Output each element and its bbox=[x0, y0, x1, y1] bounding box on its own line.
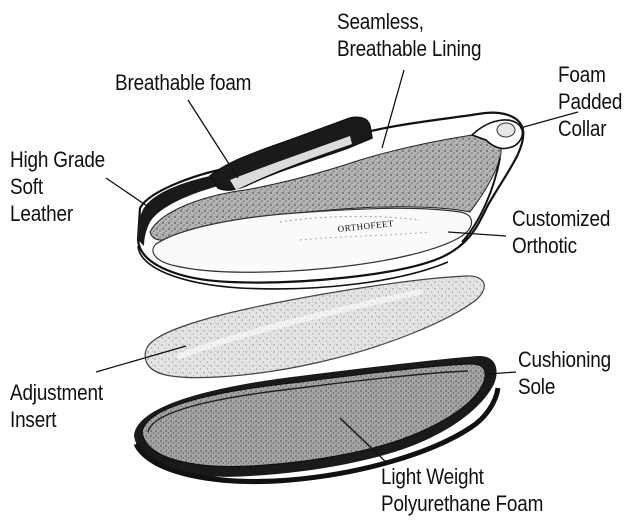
label-line: Customized bbox=[512, 205, 610, 232]
collar-pad bbox=[497, 123, 515, 137]
label-line: Insert bbox=[10, 406, 103, 433]
label-line: Collar bbox=[558, 115, 622, 142]
label-line: Polyurethane Foam bbox=[381, 490, 543, 517]
label-line: High Grade bbox=[10, 146, 105, 173]
label-cushioning-sole: Cushioning Sole bbox=[518, 346, 611, 400]
label-line: Soft bbox=[10, 173, 105, 200]
label-polyurethane-foam: Light Weight Polyurethane Foam bbox=[381, 463, 543, 517]
label-line: Breathable Lining bbox=[337, 35, 481, 62]
leader-breathable-foam bbox=[188, 100, 238, 178]
label-line: Adjustment bbox=[10, 379, 103, 406]
leader-soft-leather bbox=[106, 178, 150, 208]
label-line: Light Weight bbox=[381, 463, 543, 490]
label-line: Breathable foam bbox=[115, 69, 251, 96]
shoe-upper-assembly: ORTHOFEET bbox=[138, 113, 524, 289]
label-line: Foam bbox=[558, 61, 622, 88]
label-line: Cushioning bbox=[518, 346, 611, 373]
label-customized-orthotic: Customized Orthotic bbox=[512, 205, 610, 259]
label-soft-leather: High Grade Soft Leather bbox=[10, 146, 105, 227]
label-line: Seamless, bbox=[337, 8, 481, 35]
label-breathable-foam: Breathable foam bbox=[115, 69, 251, 96]
label-line: Leather bbox=[10, 200, 105, 227]
label-line: Padded bbox=[558, 88, 622, 115]
label-seamless-lining: Seamless, Breathable Lining bbox=[337, 8, 481, 62]
label-line: Sole bbox=[518, 373, 611, 400]
label-foam-collar: Foam Padded Collar bbox=[558, 61, 622, 142]
label-adjustment-insert: Adjustment Insert bbox=[10, 379, 103, 433]
label-line: Orthotic bbox=[512, 232, 610, 259]
